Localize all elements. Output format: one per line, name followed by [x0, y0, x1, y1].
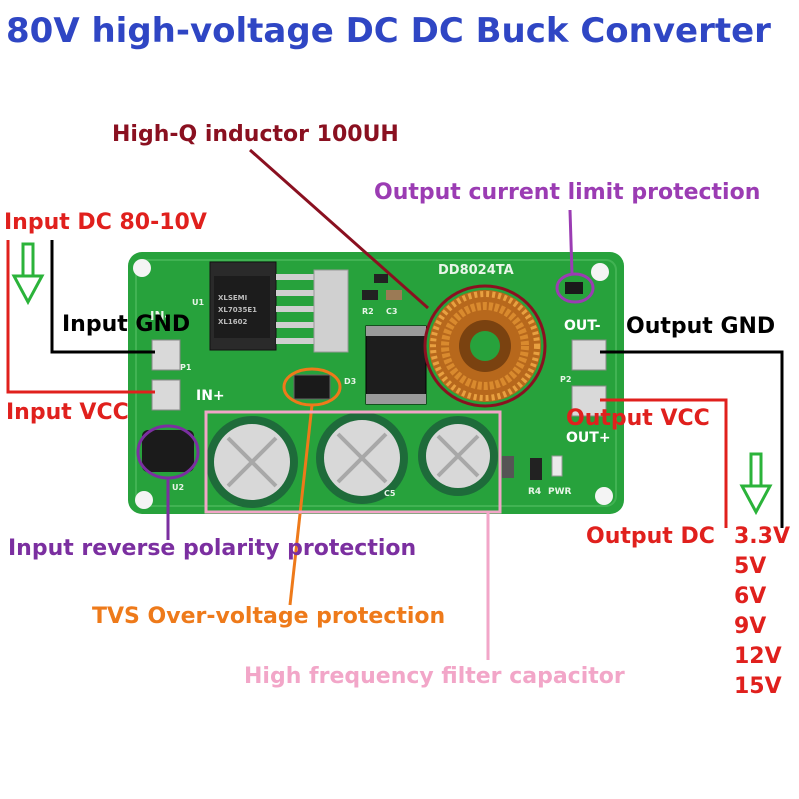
inductor-highlight	[423, 284, 547, 408]
mounting-hole	[133, 259, 151, 277]
silk-in-minus: IN-	[150, 309, 170, 323]
input-gnd-pad	[151, 339, 181, 371]
voltage-option: 9V	[734, 614, 767, 639]
filter-highlight	[204, 410, 502, 514]
inductor-pointer	[249, 148, 429, 310]
power-led	[551, 455, 563, 477]
input-gnd-label: Input GND	[62, 312, 191, 337]
silk-c5: C5	[384, 489, 396, 498]
input-vcc-wire	[6, 240, 155, 394]
silk-u2: U2	[172, 483, 184, 492]
inductor-label: High-Q inductor 100UH	[112, 122, 399, 147]
voltage-option: 15V	[734, 674, 782, 699]
silk-pwr: PWR	[548, 487, 572, 497]
input-vcc-label: Input VCC	[6, 400, 129, 425]
mounting-hole	[135, 491, 153, 509]
voltage-option: 12V	[734, 644, 782, 669]
silk-out-minus: OUT-	[564, 318, 601, 334]
silk-out-plus: OUT+	[566, 430, 611, 446]
output-gnd-wire	[600, 350, 784, 528]
current-sense-resistor	[565, 282, 583, 294]
output-gnd-label: Output GND	[626, 314, 776, 339]
silk-p1: P1	[180, 363, 192, 372]
silk-u1: U1	[192, 298, 204, 307]
chip-marking-3: XL1602	[218, 318, 247, 326]
smd-part	[502, 456, 514, 478]
resistor-r2	[362, 290, 378, 300]
mounting-hole	[591, 263, 609, 281]
chip-marking-1: XLSEMI	[218, 294, 247, 302]
input-arrow-icon	[11, 242, 45, 306]
voltage-option: 5V	[734, 554, 767, 579]
schottky-diode	[365, 325, 427, 405]
reverse-polarity-diode	[142, 430, 194, 472]
silk-d3: D3	[344, 377, 356, 386]
toroid-inductor	[429, 290, 541, 402]
silk-in-plus: IN+	[196, 388, 225, 404]
silk-r4: R4	[528, 487, 541, 497]
current-limit-pointer	[568, 209, 574, 275]
board-model: DD8024TA	[438, 263, 514, 278]
input-vcc-pad	[151, 379, 181, 411]
mounting-hole	[595, 487, 613, 505]
output-vcc-label: Output VCC	[566, 406, 710, 431]
tvs-pointer	[288, 404, 314, 606]
input-gnd-wire	[50, 240, 155, 354]
tvs-label: TVS Over-voltage protection	[92, 604, 446, 629]
silk-r2: R2	[362, 307, 374, 316]
current-limit-highlight	[555, 272, 595, 304]
electrolytic-capacitor	[418, 416, 498, 496]
output-vcc-wire	[600, 398, 728, 528]
output-dc-label: Output DC	[586, 524, 715, 549]
filter-label: High frequency filter capacitor	[244, 664, 625, 689]
reverse-polarity-label: Input reverse polarity protection	[8, 536, 417, 561]
current-limit-label: Output current limit protection	[374, 180, 761, 205]
resistor-r4	[530, 458, 542, 480]
output-gnd-pad	[571, 339, 607, 371]
electrolytic-capacitor	[206, 416, 298, 508]
silk-c3: C3	[386, 307, 397, 316]
electrolytic-capacitor	[316, 412, 408, 504]
chip-marking-2: XL7035E1	[218, 306, 257, 314]
tvs-diode	[293, 374, 331, 400]
input-dc-label: Input DC 80-10V	[4, 210, 207, 235]
voltage-option: 6V	[734, 584, 767, 609]
output-arrow-icon	[739, 452, 773, 516]
smd-part	[374, 274, 388, 283]
capacitor-c3	[386, 290, 402, 300]
silk-p2: P2	[560, 375, 571, 384]
voltage-option: 3.3V	[734, 524, 790, 549]
page-title: 80V high-voltage DC DC Buck Converter	[6, 11, 771, 51]
